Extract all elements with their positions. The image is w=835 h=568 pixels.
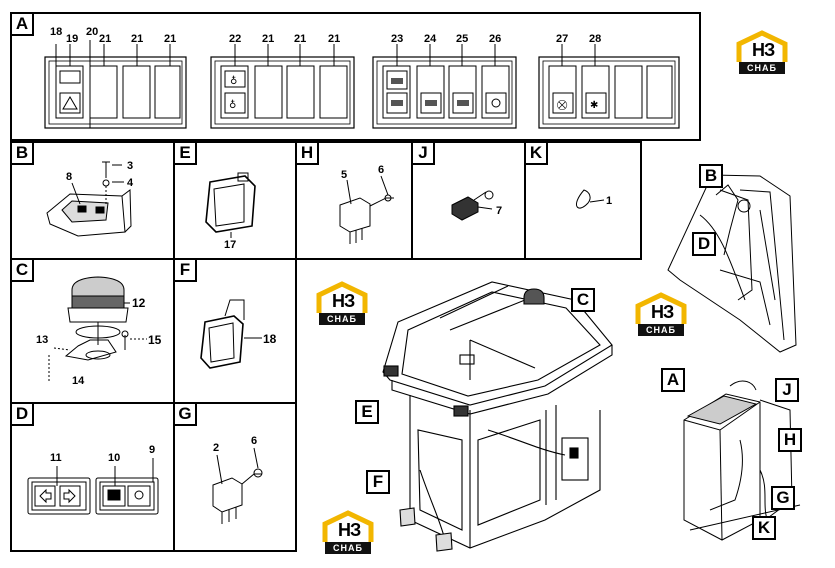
logo-roof-icon: [322, 510, 374, 542]
panel-k-tag: K: [526, 143, 548, 165]
logo-roof-icon: [316, 281, 368, 313]
label-8: 8: [66, 171, 73, 183]
panel-a-tag: A: [12, 14, 34, 36]
label-9: 9: [149, 444, 156, 456]
label-22: 22: [229, 33, 242, 45]
panel-e-tag: E: [175, 143, 197, 165]
label-24: 24: [424, 33, 437, 45]
panel-h-tag: H: [297, 143, 319, 165]
panel-c-tag: C: [12, 260, 34, 282]
label-4: 4: [127, 177, 134, 189]
label-13: 13: [36, 334, 49, 346]
brand-logo-top: НЗ СНАБ: [736, 30, 788, 76]
cab-callout-f: F: [366, 470, 390, 494]
console-callout-j: J: [775, 378, 799, 402]
label-21-f: 21: [328, 33, 341, 45]
rear-callout-d: D: [692, 232, 716, 256]
console-callout-k: K: [752, 516, 776, 540]
panel-j-tag: J: [413, 143, 435, 165]
label-25: 25: [456, 33, 469, 45]
label-14: 14: [72, 375, 85, 387]
label-1: 1: [606, 195, 613, 207]
console-callout-a: A: [661, 368, 685, 392]
panel-f-tag: F: [175, 260, 197, 282]
svg-text:⛒: ⛒: [557, 99, 568, 111]
logo-roof-icon: [635, 292, 687, 324]
label-12: 12: [132, 296, 146, 310]
label-6-h: 6: [378, 164, 385, 176]
label-21-c: 21: [164, 33, 177, 45]
panel-g-tag: G: [175, 404, 197, 426]
brand-logo-middle-left: НЗ СНАБ: [316, 281, 368, 327]
label-17: 17: [224, 239, 237, 251]
cab-callout-e: E: [355, 400, 379, 424]
label-2: 2: [213, 442, 220, 454]
label-27: 27: [556, 33, 569, 45]
label-6-g: 6: [251, 435, 258, 447]
label-11: 11: [50, 452, 62, 464]
label-21-b: 21: [131, 33, 144, 45]
label-21-d: 21: [262, 33, 275, 45]
console-callout-g: G: [771, 486, 795, 510]
brand-logo-bottom: НЗ СНАБ: [322, 510, 374, 556]
label-21-e: 21: [294, 33, 307, 45]
cab-callout-c: C: [571, 288, 595, 312]
label-23: 23: [391, 33, 404, 45]
label-19: 19: [66, 33, 79, 45]
label-21-a: 21: [99, 33, 112, 45]
label-5: 5: [341, 169, 348, 181]
label-3: 3: [127, 160, 134, 172]
panel-b-tag: B: [12, 143, 34, 165]
label-20: 20: [86, 26, 99, 38]
svg-text:♁: ♁: [229, 99, 236, 111]
svg-text:✱: ✱: [590, 100, 598, 111]
panel-g: G: [173, 402, 297, 552]
logo-roof-icon: [736, 30, 788, 62]
panel-k: K: [524, 141, 642, 260]
label-28: 28: [589, 33, 602, 45]
panel-d-tag: D: [12, 404, 34, 426]
label-18: 18: [50, 26, 63, 38]
panel-a: A: [10, 12, 701, 141]
label-15: 15: [148, 333, 162, 347]
label-26: 26: [489, 33, 502, 45]
svg-text:♁: ♁: [230, 75, 237, 87]
label-18-f: 18: [263, 332, 277, 346]
console-callout-h: H: [778, 428, 802, 452]
label-10: 10: [108, 452, 121, 464]
label-7: 7: [496, 205, 503, 217]
rear-callout-b: B: [699, 164, 723, 188]
brand-logo-middle-right: НЗ СНАБ: [635, 292, 687, 338]
